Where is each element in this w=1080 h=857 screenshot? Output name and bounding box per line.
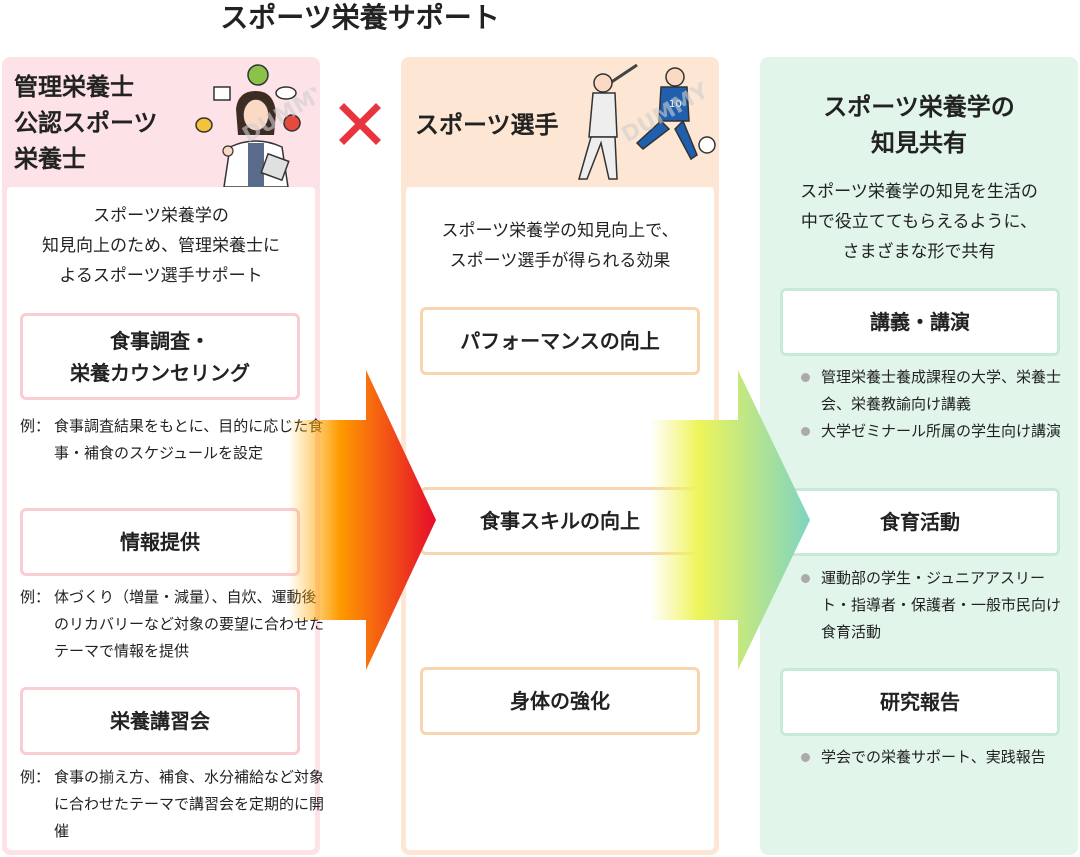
food-education-box: 食育活動 bbox=[780, 488, 1060, 556]
information-example: 例： 体づくり（増量・減量）、自炊、運動後のリカバリーなど対象の要望に合わせたテ… bbox=[20, 588, 325, 660]
list-item: 大学ゼミナール所属の学生向け講演 bbox=[795, 418, 1065, 445]
nutrition-seminar-box: 栄養講習会 bbox=[20, 687, 300, 755]
svg-text:10: 10 bbox=[669, 99, 682, 110]
dietary-survey-example: 例： 食事調査結果をもとに、目的に応じた食事・補食のスケジュールを設定 bbox=[20, 417, 324, 462]
food-education-bullets: 運動部の学生・ジュニアアスリート・指導者・保護者・一般市民向け食育活動 bbox=[795, 565, 1065, 646]
research-report-box: 研究報告 bbox=[780, 668, 1060, 736]
knowledge-sharing-heading: スポーツ栄養学の 知見共有 bbox=[823, 93, 1015, 157]
information-box: 情報提供 bbox=[20, 508, 300, 576]
nutrition-seminar-example: 例： 食事の揃え方、補食、水分補給など対象に合わせたテーマで講習会を定期的に開催 bbox=[20, 768, 325, 840]
dietitian-description: スポーツ栄養学の 知見向上のため、管理栄養士に よるスポーツ選手サポート bbox=[42, 206, 280, 286]
knowledge-sharing-description: スポーツ栄養学の知見を生活の 中で役立ててもらえるように、 さまざまな形で共有 bbox=[800, 182, 1038, 262]
lecture-box: 講義・講演 bbox=[780, 288, 1060, 356]
list-item: 運動部の学生・ジュニアアスリート・指導者・保護者・一般市民向け食育活動 bbox=[795, 565, 1065, 646]
dietitian-illustration: DUMMY bbox=[195, 64, 316, 187]
dietary-survey-box: 食事調査・ 栄養カウンセリング bbox=[20, 313, 300, 400]
list-item: 学会での栄養サポート、実践報告 bbox=[795, 744, 1065, 771]
athletes-illustration: 10 DUMMY bbox=[578, 63, 716, 180]
lecture-bullets: 管理栄養士養成課程の大学、栄養士会、栄養教諭向け講義 大学ゼミナール所属の学生向… bbox=[795, 364, 1065, 445]
flow-arrow-2 bbox=[650, 370, 810, 670]
research-report-bullets: 学会での栄養サポート、実践報告 bbox=[795, 744, 1065, 771]
cross-icon: × bbox=[339, 103, 381, 145]
performance-box: パフォーマンスの向上 bbox=[420, 307, 700, 375]
dietitian-heading: 管理栄養士 公認スポーツ 栄養士 bbox=[14, 73, 158, 173]
athlete-heading: スポーツ選手 bbox=[415, 111, 559, 139]
list-item: 管理栄養士養成課程の大学、栄養士会、栄養教諭向け講義 bbox=[795, 364, 1065, 418]
athlete-description: スポーツ栄養学の知見向上で、 スポーツ選手が得られる効果 bbox=[441, 221, 679, 271]
body-strength-box: 身体の強化 bbox=[420, 667, 700, 735]
page-title: スポーツ栄養サポート bbox=[220, 1, 500, 34]
flow-arrow-1 bbox=[288, 370, 436, 670]
